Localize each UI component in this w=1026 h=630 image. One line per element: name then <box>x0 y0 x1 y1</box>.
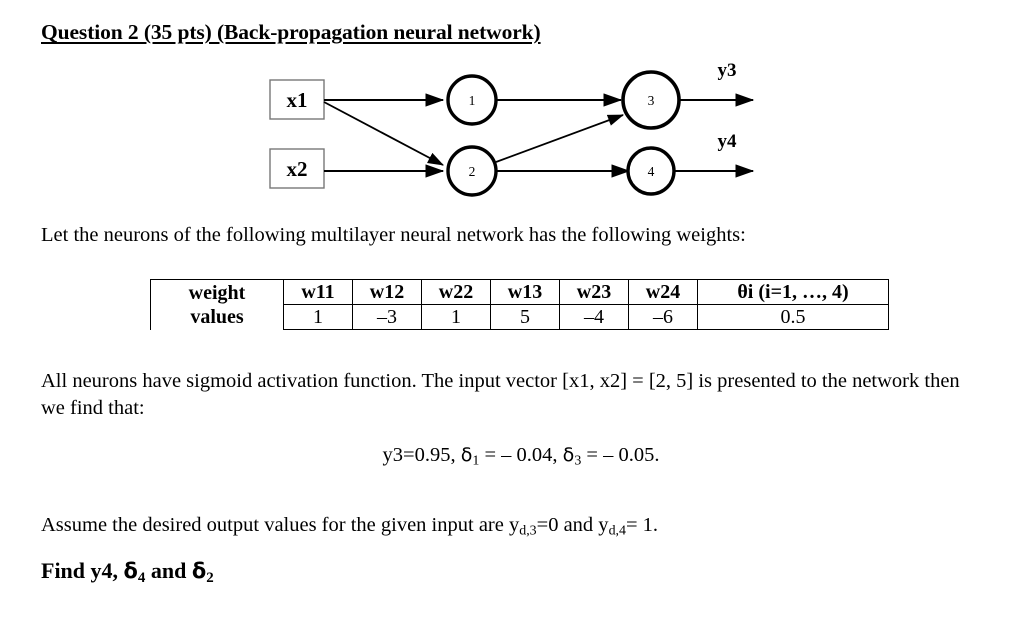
neuron-label-4: 4 <box>648 164 655 179</box>
table-cell-w13-value: 5 <box>490 304 560 330</box>
assume-suffix: = 1. <box>625 514 659 536</box>
table-cell-theta-value: 0.5 <box>697 304 889 330</box>
table-header-w22: w22 <box>421 279 491 305</box>
edge-x1-to-n2 <box>323 101 444 166</box>
find-delta-2-subscript: 2 <box>206 569 214 586</box>
table-header-w24: w24 <box>628 279 698 305</box>
delta-3-subscript: 3 <box>574 453 582 469</box>
table-cell-w22-value: 1 <box>421 304 491 330</box>
assume-subscript-d3: d,3 <box>519 523 537 539</box>
row-label-weight: weight <box>188 281 246 304</box>
table-cell-w23-value: –4 <box>559 304 629 330</box>
table-cell-w11-value: 1 <box>283 304 353 330</box>
table-cell-w24-value: –6 <box>628 304 698 330</box>
neuron-label-3: 3 <box>648 93 655 108</box>
delta-3-value: = – 0.05. <box>581 444 660 466</box>
neuron-node-2: 2 <box>446 145 498 197</box>
table-row-values: 1 –3 1 5 –4 –6 0.5 <box>151 304 889 330</box>
input-label-x2: x2 <box>287 157 308 181</box>
neuron-node-4: 4 <box>626 146 676 196</box>
row-label-values: values <box>190 305 244 328</box>
neural-network-diagram: x1 x2 1 2 <box>248 55 768 205</box>
input-box-x2: x2 <box>269 148 325 189</box>
find-delta-symbol-4: δ <box>123 559 138 583</box>
neuron-label-2: 2 <box>469 164 476 179</box>
table-header-w12: w12 <box>352 279 422 305</box>
neuron-node-1: 1 <box>446 74 498 126</box>
equation-y3: y3=0.95, <box>382 444 461 466</box>
find-delta-symbol-2: δ <box>191 559 207 583</box>
input-box-x1: x1 <box>269 79 325 120</box>
input-label-x1: x1 <box>287 88 308 112</box>
find-middle: and <box>145 558 192 583</box>
assume-middle: =0 and y <box>536 514 609 536</box>
page-title: Question 2 (35 pts) (Back-propagation ne… <box>41 20 541 44</box>
table-cell-w12-value: –3 <box>352 304 422 330</box>
table-header-w13: w13 <box>490 279 560 305</box>
find-prefix: Find y4, <box>41 558 124 583</box>
edge-n2-to-n3 <box>495 114 625 163</box>
neuron-label-1: 1 <box>469 93 476 108</box>
delta-1-value: = – 0.04, <box>479 444 563 466</box>
table-row-header: weight values w11 w12 w22 w13 w23 w24 θi… <box>150 279 889 330</box>
find-delta-4-subscript: 4 <box>137 569 146 586</box>
table-header-theta: θi (i=1, …, 4) <box>697 279 889 305</box>
output-label-y4: y4 <box>718 131 738 152</box>
output-label-y3: y3 <box>718 60 737 81</box>
table-header-w23: w23 <box>559 279 629 305</box>
sigmoid-paragraph: All neurons have sigmoid activation func… <box>41 370 960 419</box>
find-question-line: Find y4, δ4 and δ2 <box>41 558 214 586</box>
weights-table-container: weight values w11 w12 w22 w13 w23 w24 θi… <box>150 279 889 330</box>
neuron-node-3: 3 <box>621 70 681 130</box>
equation-line: y3=0.95, δ1 = – 0.04, δ3 = – 0.05. <box>0 444 1026 469</box>
intro-sentence: Let the neurons of the following multila… <box>41 224 746 246</box>
delta-1-subscript: 1 <box>472 453 480 469</box>
table-cell-row-label-weight: weight values <box>150 279 284 330</box>
delta-symbol-1: δ <box>460 444 473 466</box>
weights-table: weight values w11 w12 w22 w13 w23 w24 θi… <box>150 279 889 330</box>
table-header-w11: w11 <box>283 279 353 305</box>
assume-sentence: Assume the desired output values for the… <box>41 512 658 539</box>
assume-prefix: Assume the desired output values for the… <box>41 514 520 536</box>
assume-subscript-d4: d,4 <box>608 523 626 539</box>
delta-symbol-3: δ <box>562 444 575 466</box>
